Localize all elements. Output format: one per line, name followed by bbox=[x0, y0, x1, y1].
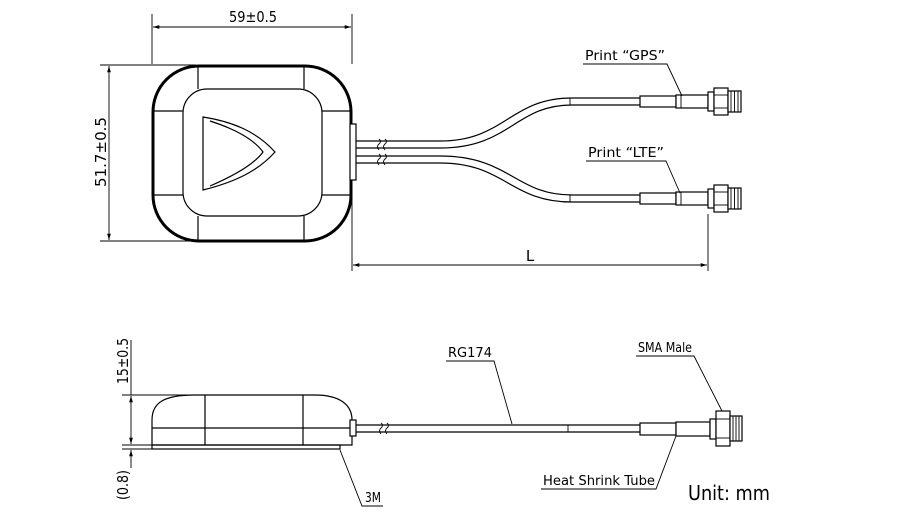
width-dimension-label: 59±0.5 bbox=[229, 8, 277, 26]
connector-callout: SMA Male bbox=[636, 341, 723, 412]
gps-print-label: Print “GPS” bbox=[585, 49, 665, 64]
side-cable bbox=[356, 410, 743, 447]
heat-shrink-tube bbox=[639, 192, 677, 205]
break-mark bbox=[377, 153, 381, 166]
logo-icon bbox=[202, 116, 276, 191]
break-mark bbox=[383, 138, 387, 151]
sleeve-callout: Heat Shrink Tube bbox=[541, 435, 677, 490]
cable-exit-nub bbox=[349, 123, 357, 181]
unit-label: Unit: mm bbox=[688, 481, 770, 505]
break-mark bbox=[377, 138, 381, 151]
height-dimension: 51.7±0.5 bbox=[92, 64, 196, 242]
connector-body bbox=[675, 421, 711, 437]
sma-connector bbox=[707, 184, 742, 213]
antenna-housing-top bbox=[151, 64, 357, 243]
antenna-housing-side bbox=[151, 394, 357, 450]
cable-leader-line bbox=[446, 360, 513, 425]
sma-connector bbox=[707, 87, 742, 116]
side-view: 15±0.5 (0.8) bbox=[114, 338, 743, 507]
break-mark bbox=[379, 422, 383, 435]
height-dimension-label: 51.7±0.5 bbox=[92, 117, 110, 187]
thickness-dimension: 15±0.5 (0.8) bbox=[114, 338, 194, 500]
cable-exit-nub bbox=[349, 419, 357, 437]
connector-leader-line bbox=[636, 355, 723, 412]
cable-type-label: RG174 bbox=[448, 346, 492, 361]
length-dimension: L bbox=[351, 183, 709, 271]
heat-shrink-label: Heat Shrink Tube bbox=[543, 474, 655, 489]
sma-connector bbox=[709, 410, 743, 447]
break-mark bbox=[385, 422, 389, 435]
top-view: 59±0.5 51.7±0.5 bbox=[92, 8, 742, 271]
heat-shrink-tube bbox=[639, 95, 677, 108]
lte-cable: Print “LTE” bbox=[356, 146, 742, 213]
heat-shrink-leader-line bbox=[541, 435, 677, 490]
cable-callout: RG174 bbox=[446, 346, 513, 425]
lte-print-label: Print “LTE” bbox=[588, 146, 664, 161]
adhesive-label: 3M bbox=[365, 491, 381, 506]
adhesive-leader-line bbox=[339, 449, 383, 507]
thickness-dimension-label: 15±0.5 bbox=[114, 338, 132, 384]
pad-dimension-label: (0.8) bbox=[114, 470, 132, 500]
housing-profile bbox=[151, 394, 353, 446]
gps-leader-line bbox=[583, 63, 683, 97]
gps-cable: Print “GPS” bbox=[356, 49, 742, 151]
break-mark bbox=[383, 153, 387, 166]
adhesive-callout: 3M bbox=[339, 449, 383, 507]
heat-shrink-tube bbox=[639, 422, 677, 436]
adhesive-pad bbox=[151, 444, 341, 450]
length-dimension-label: L bbox=[526, 247, 535, 265]
housing-top-panel bbox=[182, 88, 323, 217]
lte-leader-line bbox=[586, 160, 681, 194]
connector-type-label: SMA Male bbox=[638, 341, 692, 356]
width-dimension: 59±0.5 bbox=[151, 8, 353, 64]
